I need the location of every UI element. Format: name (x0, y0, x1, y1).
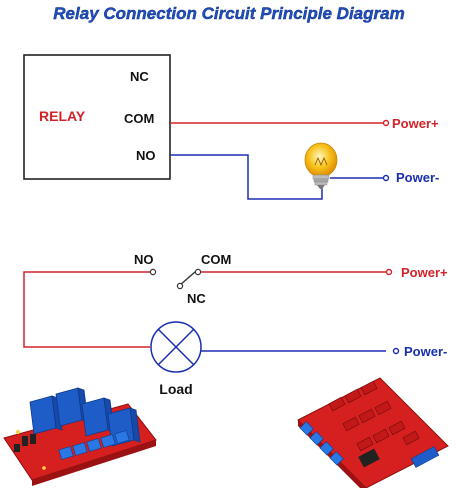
bottom-power-plus-terminal (385, 268, 393, 276)
relay-box (23, 54, 171, 180)
power-plus-terminal (382, 119, 390, 127)
bottom-nc-label: NC (187, 291, 206, 306)
light-bulb-icon (304, 142, 338, 189)
bottom-power-minus-terminal (392, 347, 400, 355)
bottom-no-label: NO (134, 252, 154, 267)
top-power-minus-label: Power- (396, 170, 439, 185)
relay-module-blue-photo (3, 387, 157, 486)
relay-pin-no: NO (136, 148, 156, 163)
power-minus-terminal (382, 174, 390, 182)
bottom-power-minus-label: Power- (404, 344, 447, 359)
switch-arm (179, 271, 196, 286)
relay-label: RELAY (39, 108, 86, 124)
no-loop-wire (23, 271, 150, 348)
no-wire (170, 154, 323, 200)
top-power-plus-label: Power+ (392, 116, 439, 131)
no-contact (149, 268, 157, 276)
bottom-power-plus-label: Power+ (401, 265, 448, 280)
bottom-com-label: COM (201, 252, 231, 267)
nc-contact (176, 282, 184, 290)
page-title: Relay Connection Circuit Principle Diagr… (53, 4, 404, 23)
lamp-symbol-icon (150, 321, 202, 373)
relay-pin-nc: NC (130, 69, 149, 84)
load-label: Load (159, 381, 192, 397)
relay-pin-com: COM (124, 111, 154, 126)
com-contact (194, 268, 202, 276)
relay-module-red-photo (297, 377, 449, 488)
